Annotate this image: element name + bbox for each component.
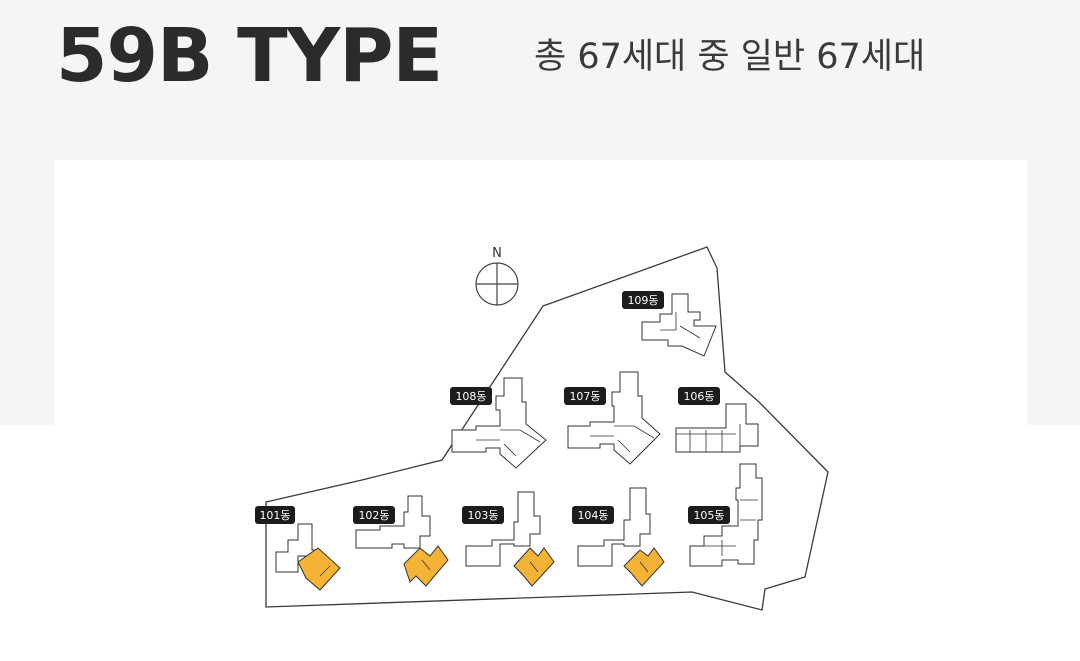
type-title: 59B TYPE: [56, 13, 443, 99]
building-label-105: 105동: [693, 509, 724, 522]
building-label-109: 109동: [627, 294, 658, 307]
building-109: 109동: [622, 291, 717, 357]
building-label-104: 104동: [577, 509, 608, 522]
building-103: 103동: [462, 491, 555, 587]
building-label-102: 102동: [358, 509, 389, 522]
north-compass-icon: N: [475, 246, 519, 306]
north-label: N: [492, 246, 502, 261]
building-101: 101동: [255, 506, 341, 591]
building-label-108: 108동: [455, 390, 486, 403]
building-102: 102동: [353, 495, 449, 587]
building-label-103: 103동: [467, 509, 498, 522]
building-104: 104동: [572, 487, 665, 587]
building-108: 108동: [450, 377, 547, 469]
building-107: 107동: [564, 371, 661, 465]
building-label-101: 101동: [259, 509, 290, 522]
building-106: 106동: [675, 387, 759, 453]
building-105: 105동: [688, 463, 763, 567]
building-label-107: 107동: [569, 390, 600, 403]
building-label-106: 106동: [683, 390, 714, 403]
unit-summary: 총 67세대 중 일반 67세대: [534, 37, 926, 77]
